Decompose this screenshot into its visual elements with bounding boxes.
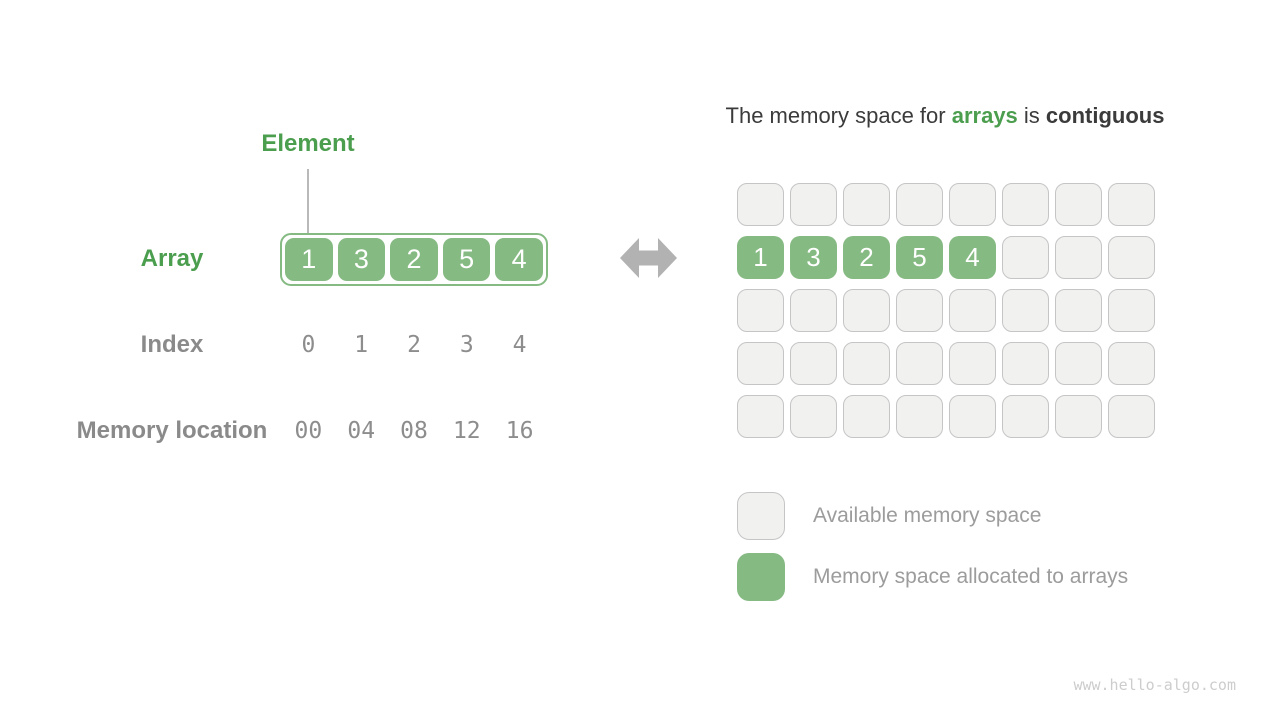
memory-cell-available <box>1108 395 1155 438</box>
memory-cell-available <box>790 342 837 385</box>
memory-location-value: 08 <box>400 418 428 444</box>
left-right-arrow-icon <box>620 238 677 278</box>
title-prefix: The memory space for <box>725 103 952 128</box>
memory-cell-available <box>1055 395 1102 438</box>
memory-cell-available <box>843 395 890 438</box>
memory-cell-available <box>896 342 943 385</box>
memory-cell-available <box>1002 395 1049 438</box>
index-value: 0 <box>301 332 316 358</box>
memory-cell-allocated: 1 <box>737 236 784 279</box>
memory-location-label: Memory location <box>76 417 268 444</box>
memory-cell-allocated: 5 <box>896 236 943 279</box>
memory-location-value: 00 <box>294 418 323 444</box>
memory-cell-available <box>1002 289 1049 332</box>
memory-cell-available <box>790 395 837 438</box>
title-highlight: arrays <box>951 103 1018 128</box>
memory-cell-available <box>896 183 943 226</box>
index-value: 1 <box>354 332 369 358</box>
memory-cell-available <box>843 289 890 332</box>
memory-cell-available <box>737 183 784 226</box>
memory-cell-available <box>1108 289 1155 332</box>
memory-location-row: 00 04 08 12 16 <box>282 418 546 445</box>
memory-cell-available <box>1002 342 1049 385</box>
memory-cell-available <box>896 395 943 438</box>
array-element-cell: 3 <box>337 238 386 281</box>
memory-cell-allocated: 2 <box>843 236 890 279</box>
memory-cell-allocated: 3 <box>790 236 837 279</box>
left-right-arrow-shape <box>620 238 677 278</box>
title-middle: is <box>1017 103 1046 128</box>
memory-cell-available <box>843 342 890 385</box>
memory-cell-available <box>949 289 996 332</box>
memory-cell-available <box>790 183 837 226</box>
legend-row-available: Available memory space <box>737 492 1128 540</box>
element-label: Element <box>261 130 355 157</box>
index-value: 4 <box>512 332 527 358</box>
title-emphasis: contiguous <box>1045 103 1165 128</box>
memory-cell-available <box>1108 236 1155 279</box>
memory-cell-available <box>1002 183 1049 226</box>
memory-cell-available <box>949 395 996 438</box>
legend-row-allocated: Memory space allocated to arrays <box>737 553 1128 601</box>
memory-cell-allocated: 4 <box>949 236 996 279</box>
array-element-cell: 5 <box>442 238 491 281</box>
legend: Available memory space Memory space allo… <box>737 492 1128 614</box>
memory-cell-available <box>737 342 784 385</box>
memory-cell-available <box>949 183 996 226</box>
legend-label-available: Available memory space <box>813 504 1042 527</box>
array-label: Array <box>140 245 204 272</box>
index-value: 2 <box>407 332 421 358</box>
index-label: Index <box>140 331 204 358</box>
memory-cell-available <box>1108 183 1155 226</box>
memory-cell-available <box>790 289 837 332</box>
index-value: 3 <box>459 332 474 358</box>
watermark: www.hello-algo.com <box>1073 676 1236 694</box>
diagram-title: The memory space for arrays is contiguou… <box>645 102 1245 130</box>
memory-cell-available <box>896 289 943 332</box>
memory-cell-available <box>1002 236 1049 279</box>
memory-location-value: 04 <box>347 418 376 444</box>
memory-cell-available <box>1055 236 1102 279</box>
available-memory-swatch <box>737 492 785 540</box>
memory-cell-available <box>1055 342 1102 385</box>
array-element-cell: 1 <box>285 238 333 281</box>
allocated-memory-swatch <box>737 553 785 601</box>
memory-cell-available <box>843 183 890 226</box>
memory-cell-available <box>1055 183 1102 226</box>
array-element-cell: 2 <box>390 238 438 281</box>
index-row: 0 1 2 3 4 <box>282 332 546 359</box>
memory-cell-available <box>737 395 784 438</box>
legend-label-allocated: Memory space allocated to arrays <box>813 565 1129 588</box>
element-pointer-line <box>307 169 309 233</box>
memory-location-value: 16 <box>505 418 534 444</box>
memory-cell-available <box>1108 342 1155 385</box>
array-element-cell: 4 <box>495 238 543 281</box>
memory-cell-available <box>737 289 784 332</box>
memory-location-value: 12 <box>452 418 481 444</box>
memory-cell-available <box>949 342 996 385</box>
memory-cell-available <box>1055 289 1102 332</box>
